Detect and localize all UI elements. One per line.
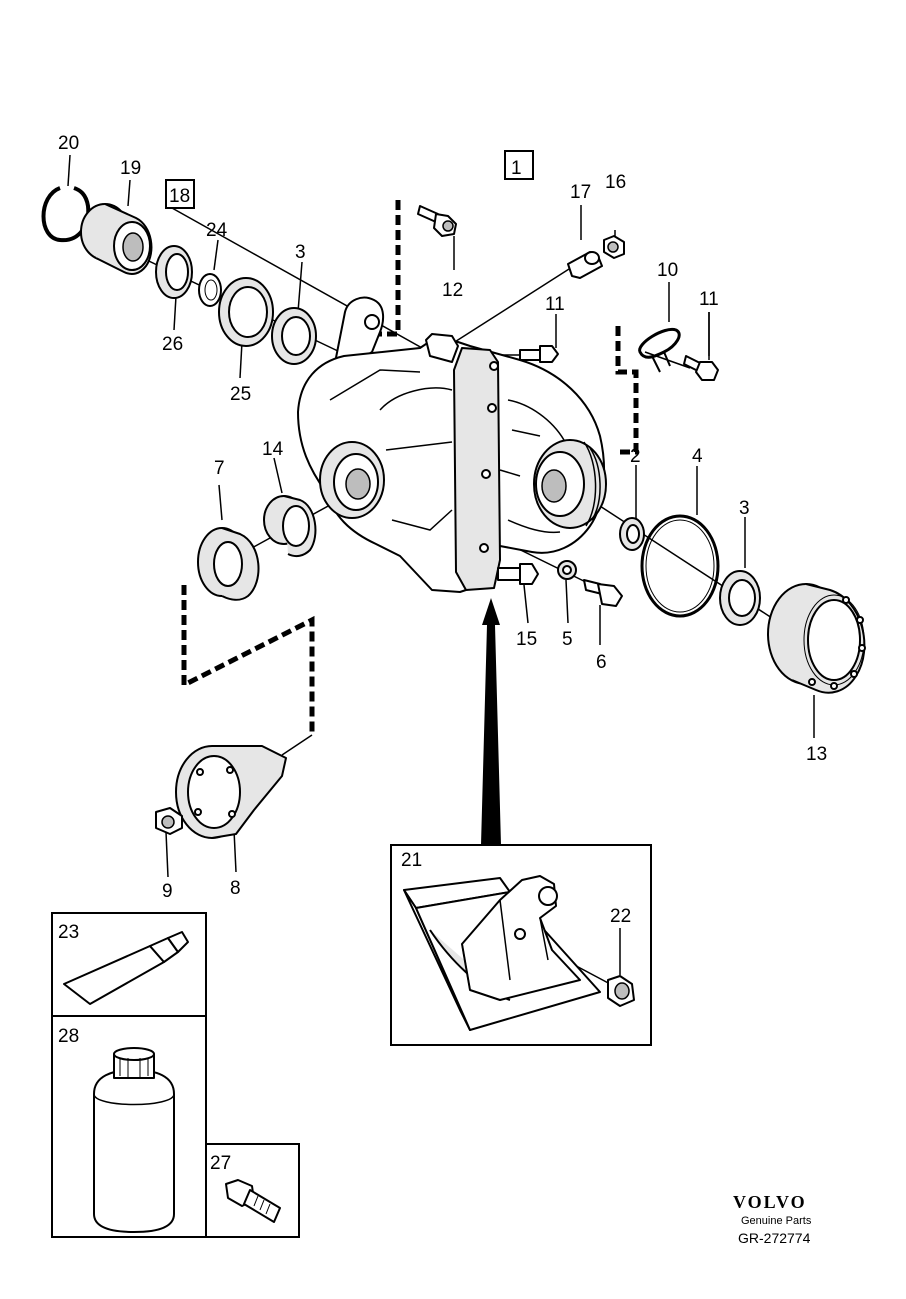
genuine-parts-label: Genuine Parts	[741, 1215, 812, 1227]
callout-17: 17	[570, 182, 591, 203]
callout-7: 7	[214, 458, 225, 479]
part-8-bellows	[175, 745, 287, 839]
part-23-sealant-tube	[63, 931, 189, 1005]
part-6-bolt	[583, 579, 623, 607]
box-27	[205, 1143, 300, 1238]
callout-2: 2	[630, 446, 641, 467]
part-11-bolt-upper	[519, 345, 559, 363]
part-7-seal	[197, 527, 260, 601]
part-28-oil-bottle	[93, 1047, 175, 1233]
part-12-bolt	[417, 205, 457, 237]
leader-lines	[67, 154, 815, 986]
part-1-differential-housing	[297, 296, 607, 593]
part-9-nut	[155, 807, 183, 835]
callout-3-lower: 3	[739, 498, 750, 519]
callout-10: 10	[657, 260, 678, 281]
part-22-nut	[607, 975, 635, 1007]
callout-13: 13	[806, 744, 827, 765]
part-2-seal	[619, 517, 645, 551]
part-21-bracket	[403, 875, 601, 1031]
callout-box-18	[165, 179, 195, 209]
callout-22: 22	[610, 906, 631, 927]
callout-8: 8	[230, 878, 241, 899]
callout-28: 28	[58, 1026, 79, 1047]
callout-6: 6	[596, 652, 607, 673]
part-3-bearing-ring-lower	[719, 570, 761, 626]
part-14-seal	[263, 495, 317, 558]
part-19-sleeve	[80, 203, 153, 275]
inset-box-21	[390, 844, 652, 1046]
callout-1: 1	[511, 158, 522, 179]
callout-12: 12	[442, 280, 463, 301]
callout-11-upper: 11	[545, 294, 565, 315]
part-3-bearing-ring-upper	[271, 307, 317, 365]
callout-14: 14	[262, 439, 284, 460]
part-20-circlip	[41, 186, 91, 243]
callout-15: 15	[516, 629, 537, 650]
part-15-bolt	[497, 563, 539, 585]
callout-3-upper: 3	[295, 242, 306, 263]
callout-11-right: 11	[699, 289, 719, 310]
part-5-washer	[557, 560, 577, 580]
callout-27: 27	[210, 1153, 231, 1174]
part-13-cover	[767, 583, 866, 694]
callout-16: 16	[605, 172, 626, 193]
part-11-bolt-right	[683, 355, 719, 381]
part-25-seal	[218, 277, 274, 347]
volvo-logo: VOLVO	[733, 1192, 807, 1212]
part-26-seal-ring	[155, 245, 193, 299]
part-24-ring	[198, 273, 222, 307]
brand-block: VOLVO Genuine Parts GR-272774	[733, 1192, 812, 1246]
box-28	[51, 1015, 207, 1238]
callout-26: 26	[162, 334, 183, 355]
part-17-pin	[567, 251, 603, 279]
part-4-o-ring	[640, 514, 720, 618]
arrow-to-inset	[481, 598, 501, 845]
callout-19: 19	[120, 158, 141, 179]
part-10-clip	[638, 327, 681, 373]
callout-21: 21	[401, 850, 422, 871]
callout-23: 23	[58, 922, 79, 943]
callout-5: 5	[562, 629, 573, 650]
diagram-reference: GR-272774	[738, 1230, 811, 1246]
callout-box-1	[504, 150, 534, 180]
part-27-bolt	[225, 1179, 281, 1223]
callout-20: 20	[58, 133, 79, 154]
callout-18: 18	[169, 186, 190, 207]
callout-labels: 1 18 20 19 24 3 12 17 16 11 10 11 26 25 …	[58, 133, 827, 1174]
callout-9: 9	[162, 881, 173, 902]
callout-4: 4	[692, 446, 703, 467]
part-16-nut	[603, 235, 625, 259]
callout-24: 24	[206, 220, 228, 241]
callout-25: 25	[230, 384, 251, 405]
